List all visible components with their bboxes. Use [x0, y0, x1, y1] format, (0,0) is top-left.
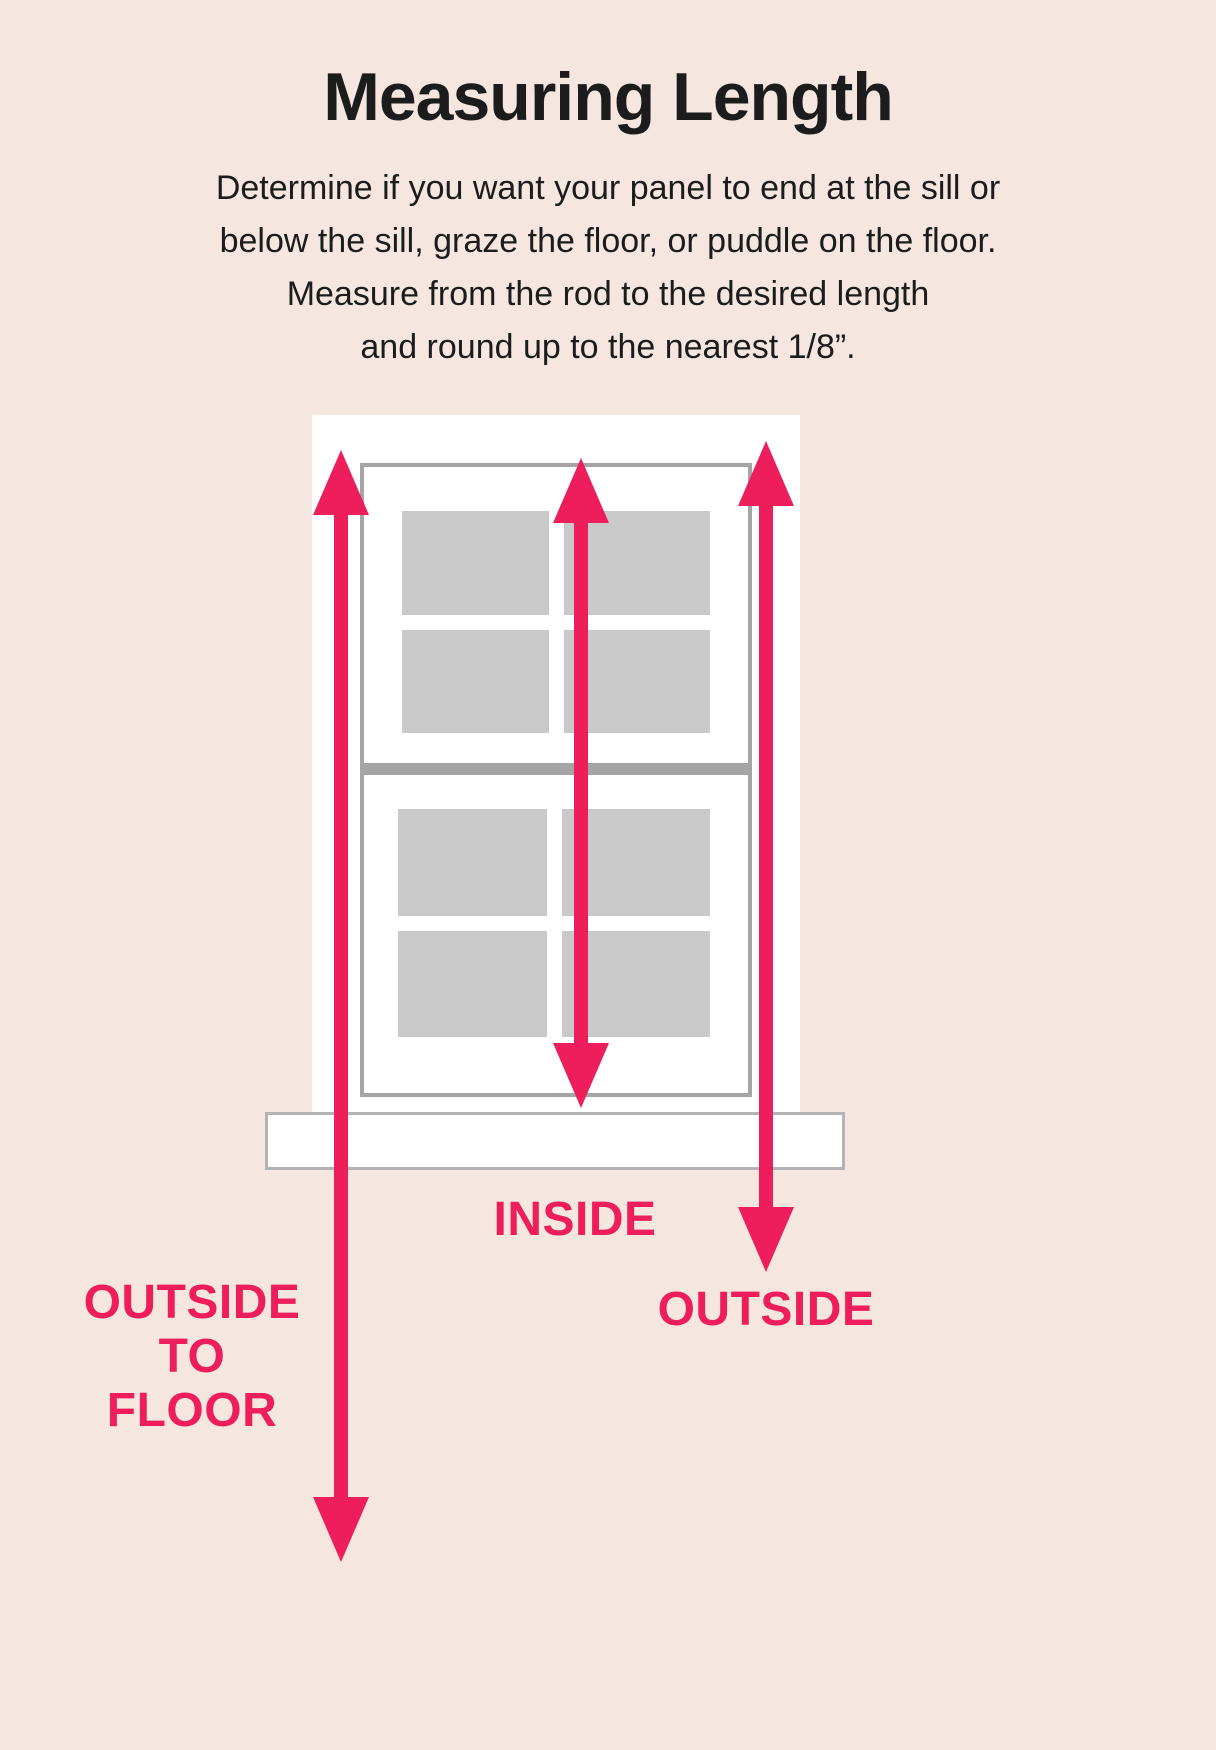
description-text: Determine if you want your panel to end …: [0, 162, 1216, 374]
window-sill: [265, 1112, 845, 1170]
description-line-4: and round up to the nearest 1/8”.: [360, 328, 856, 366]
window-upper-sash: [402, 511, 710, 733]
description-line-2: below the sill, graze the floor, or pudd…: [219, 222, 997, 260]
window-inner-frame: [360, 463, 752, 1097]
window-pane: [402, 629, 549, 733]
window-pane: [561, 809, 710, 916]
window-outer-frame: [312, 415, 800, 1113]
description-line-3: Measure from the rod to the desired leng…: [286, 275, 930, 313]
label-outside-to-floor: OUTSIDE TO FLOOR: [68, 1276, 316, 1437]
window-pane: [402, 511, 549, 615]
description-line-1: Determine if you want your panel to end …: [215, 169, 1001, 207]
window-pane: [563, 511, 710, 615]
window-pane: [561, 930, 710, 1037]
window-pane: [398, 930, 547, 1037]
page-title: Measuring Length: [323, 59, 894, 135]
window-pane: [398, 809, 547, 916]
window-lower-sash: [398, 809, 710, 1037]
label-inside: INSIDE: [493, 1193, 657, 1246]
window-pane: [563, 629, 710, 733]
label-outside-to-floor-line-2: TO FLOOR: [106, 1329, 278, 1437]
window-meeting-rail: [360, 763, 752, 775]
label-outside: OUTSIDE: [657, 1283, 875, 1336]
label-outside-to-floor-line-1: OUTSIDE: [83, 1276, 301, 1329]
